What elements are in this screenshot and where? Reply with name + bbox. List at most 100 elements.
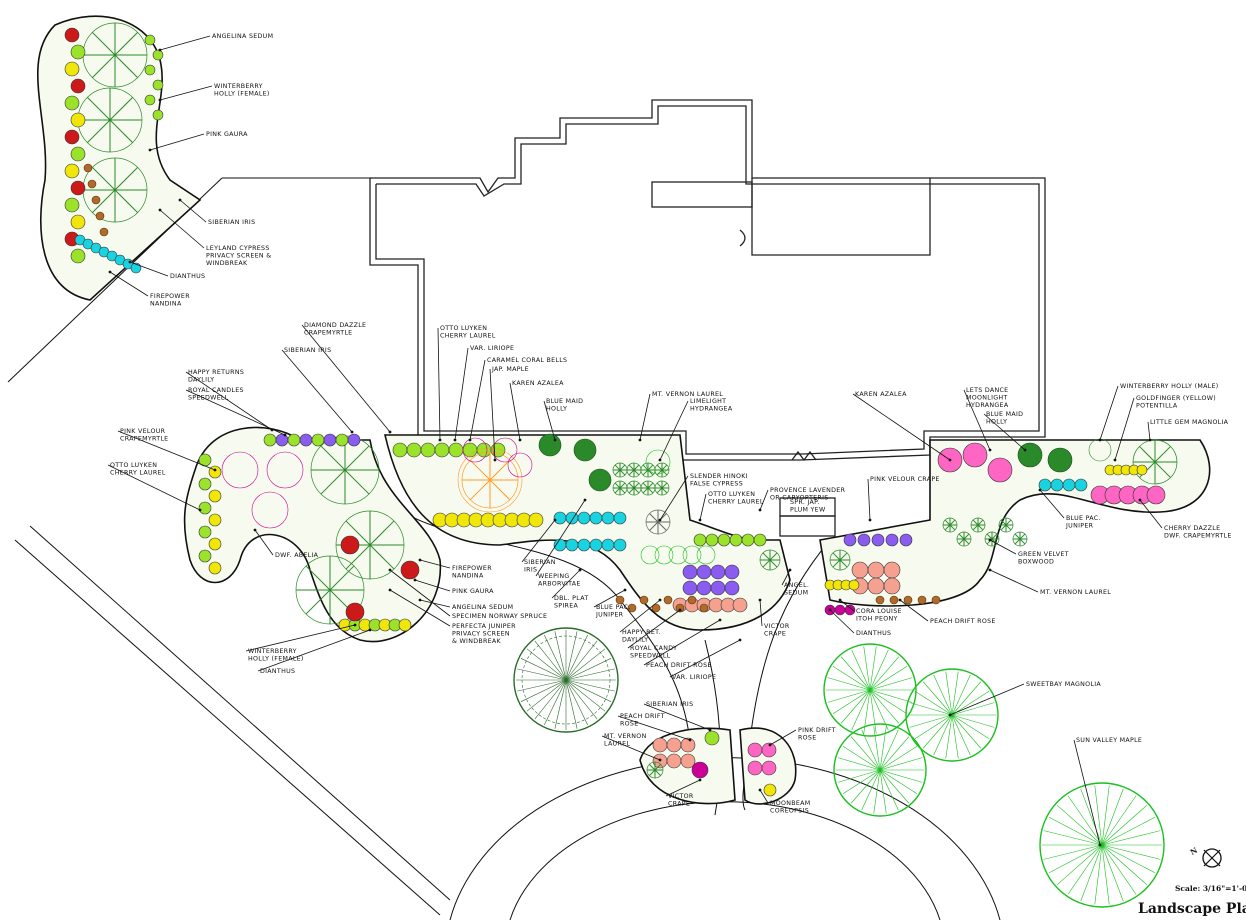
leader-dot <box>758 788 762 792</box>
tree-spoke <box>869 665 908 691</box>
siberian-iris-symbol <box>704 730 720 746</box>
leader-angelina-sedum-b <box>419 599 451 608</box>
tree-spoke <box>554 679 567 729</box>
boxwood-symbol <box>705 533 719 547</box>
leader-dot <box>158 48 162 52</box>
tree-spoke <box>1094 785 1103 846</box>
leader-mt-vernon-b <box>989 569 1039 593</box>
leader-dot <box>518 438 522 442</box>
tree-spoke <box>517 668 567 681</box>
tree-spoke <box>869 689 908 715</box>
leader-victor-crape-b <box>665 779 701 797</box>
tree-spoke <box>1080 844 1103 902</box>
leader-dianthus-b <box>257 629 371 672</box>
boxwood-symbol <box>693 533 707 547</box>
cherry-dazzle-symbol <box>1146 485 1166 505</box>
tree-spoke <box>1056 844 1103 886</box>
leader-dot <box>368 628 372 632</box>
tree-spoke <box>1101 844 1110 905</box>
perfecta-juniper-symbol <box>295 555 365 625</box>
cherry-laurel-symbol <box>448 442 464 458</box>
tree-spoke <box>1043 844 1103 860</box>
tree-spoke <box>1101 844 1161 860</box>
blue-maid-holly-symbol <box>588 468 612 492</box>
boulder <box>663 595 673 605</box>
tree-spoke <box>565 679 578 729</box>
label-happy-ret: HAPPY RET.DAYLILY <box>622 629 661 644</box>
tree-spoke <box>861 729 881 771</box>
label-pink-velour-b: PINK VELOUR CRAPE <box>870 476 940 483</box>
nandina-symbol <box>400 560 420 580</box>
label-siberian-iris-a: SIBERIAN IRIS <box>208 219 255 226</box>
leader-siberian-iris-c <box>521 519 556 563</box>
label-mt-vernon-b: MT. VERNON LAUREL <box>1040 589 1111 596</box>
boulder <box>627 603 637 613</box>
leader-dot <box>413 578 417 582</box>
nandina-symbol <box>340 535 360 555</box>
tree-spoke <box>1056 804 1103 846</box>
blue-pac-juniper-symbol <box>565 538 579 552</box>
label-angelina-sedum-a: ANGELINA SEDUM <box>212 33 273 40</box>
tree-spoke <box>1048 816 1103 846</box>
leader-cora-louise <box>839 599 855 612</box>
spirea-symbol <box>682 545 702 565</box>
label-var-liriope-a: VAR. LIRIOPE <box>470 345 514 352</box>
leader-moonbeam <box>759 789 769 804</box>
leader-dot <box>388 430 392 434</box>
dianthus-symbol <box>834 604 846 616</box>
blue-pac-juniper-symbol <box>1062 478 1076 492</box>
tree-spoke <box>945 714 953 759</box>
tree-spoke <box>842 745 881 771</box>
leader-karen-azalea-b <box>852 393 951 461</box>
leader-karen-azalea-a <box>509 382 521 441</box>
mt-vernon-laurel-symbol <box>626 480 642 496</box>
leader-var-liriope-b <box>669 639 741 678</box>
tree-spoke <box>827 677 871 691</box>
trees <box>513 627 1165 908</box>
leader-siberian-iris-d <box>643 703 711 731</box>
mt-vernon-laurel-symbol <box>654 480 670 496</box>
tree-spoke <box>879 736 910 771</box>
daylily-symbol <box>208 561 222 575</box>
speedwell-symbol <box>323 433 337 447</box>
tree-spoke <box>837 769 881 783</box>
leader-dot <box>623 588 627 592</box>
tree-spoke <box>869 646 877 691</box>
tree-spoke <box>544 634 567 681</box>
pink-drift-rose-symbol <box>747 760 763 776</box>
perennial-symbol <box>70 78 86 94</box>
spirea-symbol <box>668 545 688 565</box>
dianthus-symbol <box>398 618 412 632</box>
leader-dot <box>583 498 587 502</box>
leader-happy-ret <box>619 599 661 633</box>
mt-vernon-laurel-symbol <box>998 517 1014 533</box>
tree-spoke <box>951 671 959 716</box>
leader-dianthus-c <box>829 609 855 634</box>
label-blue-pac-juniper-a: BLUE PAC.JUNIPER <box>595 604 631 619</box>
tree-spoke <box>869 649 889 691</box>
leader-royal-candles <box>185 389 286 436</box>
perennial-symbol <box>70 214 86 230</box>
spirea-symbol <box>654 545 674 565</box>
leader-peach-drift-b <box>899 599 929 622</box>
tree-spoke <box>1101 795 1137 846</box>
label-dwf-abelia: DWF. ABELIA <box>275 552 319 559</box>
peach-drift-rose-symbol <box>851 561 869 579</box>
label-karen-azalea-b: KAREN AZALEA <box>855 391 907 398</box>
leader-dbl-plat-spirea <box>551 569 581 599</box>
daylily-symbol <box>198 525 212 539</box>
leader-little-gem <box>1147 421 1151 441</box>
peach-drift-rose-symbol <box>867 577 885 595</box>
siberian-iris-symbol <box>577 511 591 525</box>
crapemyrtle-symbol <box>266 451 304 489</box>
daylily-symbol <box>208 513 222 527</box>
leader-dot <box>758 598 762 602</box>
